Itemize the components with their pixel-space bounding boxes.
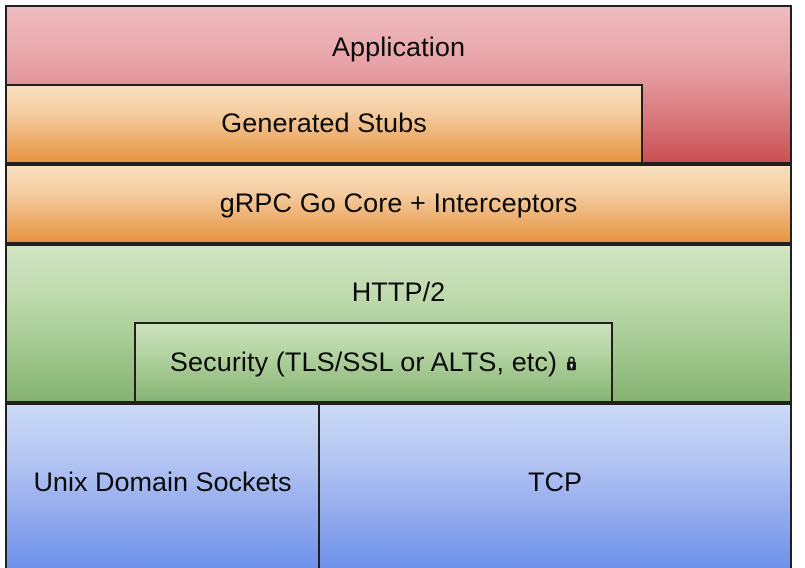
- layer-transport-row: Unix Domain Sockets TCP: [5, 403, 792, 568]
- layer-tcp: TCP: [320, 405, 790, 568]
- layer-grpc-core: gRPC Go Core + Interceptors: [5, 164, 792, 244]
- lock-icon: [566, 356, 577, 371]
- layer-generated-stubs: Generated Stubs: [5, 84, 643, 164]
- layer-tcp-label: TCP: [528, 466, 582, 497]
- layer-security: Security (TLS/SSL or ALTS, etc): [134, 322, 613, 403]
- layer-unix-domain-sockets: Unix Domain Sockets: [7, 405, 320, 568]
- layer-http2-label: HTTP/2: [351, 277, 446, 307]
- layer-grpc-core-label: gRPC Go Core + Interceptors: [219, 188, 578, 219]
- layer-security-label: Security (TLS/SSL or ALTS, etc): [169, 346, 558, 377]
- layer-unix-domain-sockets-label: Unix Domain Sockets: [33, 466, 292, 497]
- layer-application-label: Application: [331, 32, 466, 62]
- layer-security-content: Security (TLS/SSL or ALTS, etc): [170, 347, 577, 378]
- layer-generated-stubs-label: Generated Stubs: [221, 108, 427, 139]
